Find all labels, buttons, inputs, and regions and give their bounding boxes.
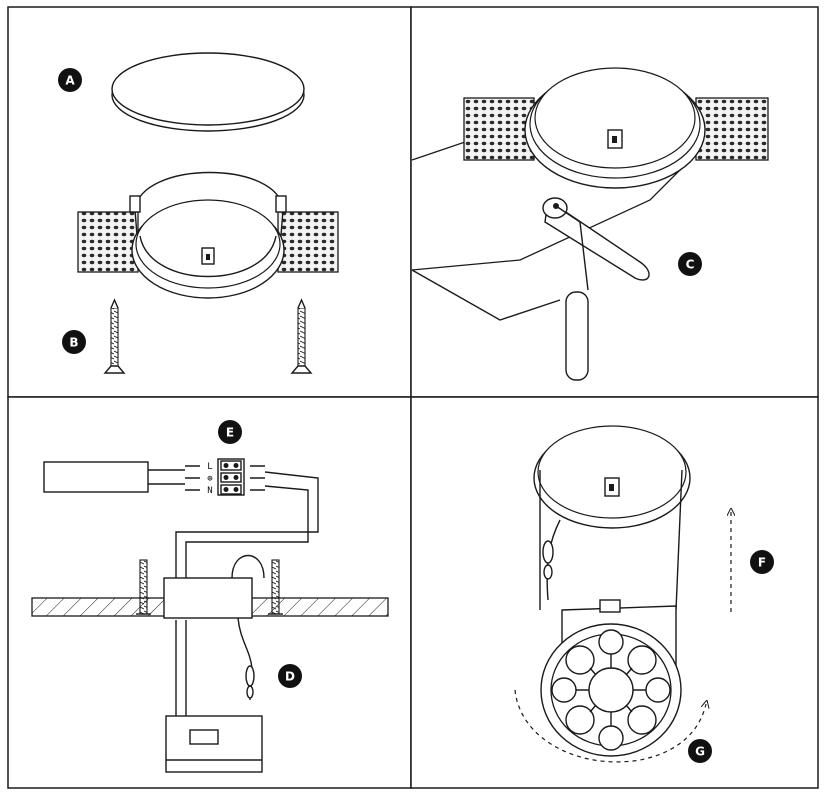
housing-ring (524, 67, 706, 189)
rotate-arrow (514, 689, 706, 763)
marker-c: C (678, 252, 702, 276)
marker-a: A (58, 68, 82, 92)
terminal-earth-label: ⊕ (207, 474, 212, 484)
safety-cable-clip (245, 665, 255, 699)
screw-left-installed (136, 559, 151, 615)
screw-right-installed (268, 559, 283, 615)
panel-a-b: A B (58, 52, 339, 374)
panel-d-e: L ⊕ N (31, 420, 389, 773)
svg-text:A: A (65, 74, 75, 88)
plaster-cover-disc (111, 52, 305, 132)
roller-handle (565, 291, 589, 381)
screw-right (290, 298, 313, 374)
junction-housing (163, 577, 253, 619)
panel-c: C (411, 67, 769, 381)
terminal-block: L ⊕ N (207, 458, 245, 496)
marker-f: F (750, 550, 774, 574)
screw-left (103, 298, 126, 374)
terminal-neutral-label: N (207, 486, 212, 496)
svg-text:C: C (686, 258, 695, 272)
left-flange-mesh (463, 97, 535, 161)
right-plaster-flange (277, 211, 339, 273)
paint-roller (542, 197, 650, 381)
svg-text:B: B (69, 336, 78, 350)
left-plaster-flange (77, 211, 139, 273)
marker-b: B (62, 330, 86, 354)
panel-f-g: F G (514, 425, 774, 763)
terminal-live-label: L (207, 462, 212, 472)
right-flange-mesh (695, 97, 769, 161)
marker-e: E (218, 420, 242, 444)
lamp-module (165, 715, 263, 773)
svg-text:G: G (695, 745, 705, 759)
trimless-housing (77, 171, 339, 299)
marker-g: G (688, 739, 712, 763)
svg-text:F: F (758, 556, 766, 570)
lamp-module-f (540, 599, 682, 757)
led-driver (43, 461, 149, 493)
safety-cable-clip-f (542, 540, 554, 580)
svg-text:D: D (285, 670, 295, 684)
svg-text:E: E (226, 426, 234, 440)
installed-housing-ring (533, 425, 691, 529)
marker-d: D (278, 664, 302, 688)
